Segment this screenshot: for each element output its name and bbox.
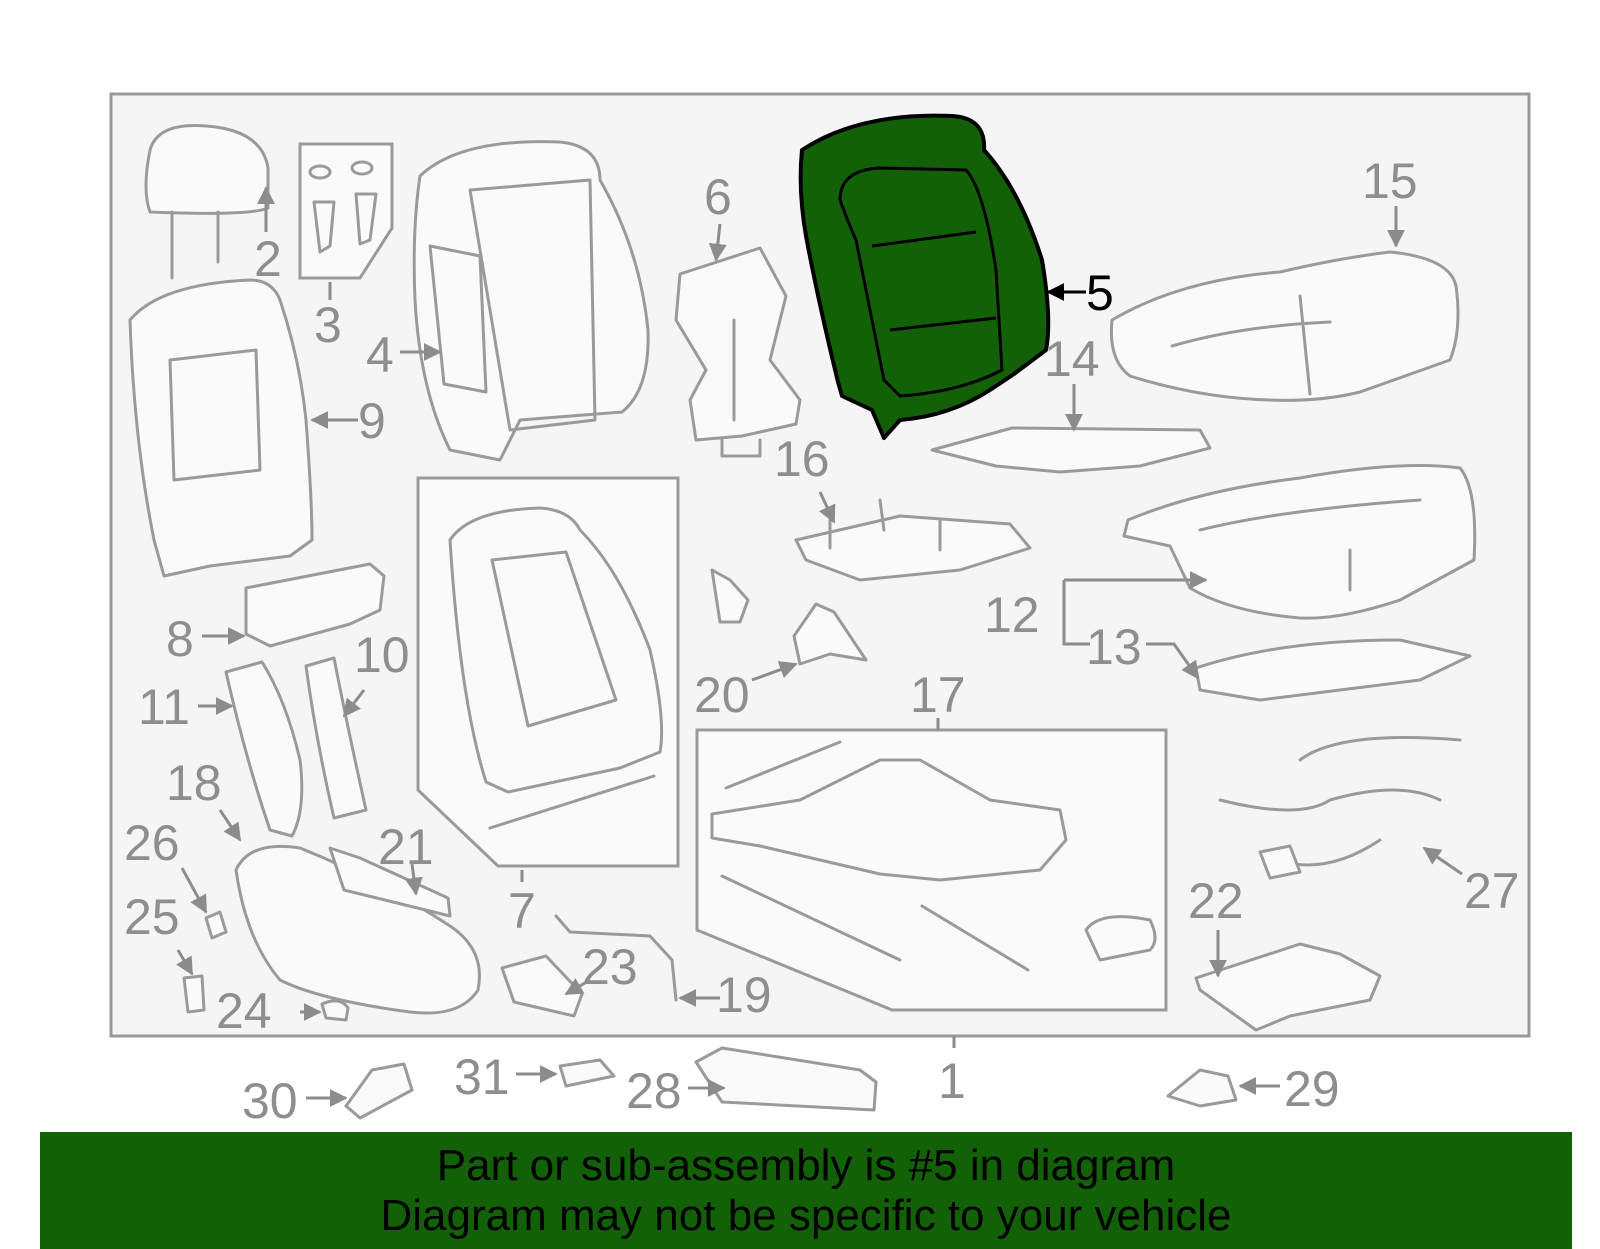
callout-10: 10 (354, 627, 410, 683)
leader-16 (818, 491, 836, 524)
clip-part-31 (558, 1058, 616, 1088)
callout-17: 17 (910, 667, 966, 723)
callout-14: 14 (1044, 331, 1100, 387)
callout-16: 16 (774, 431, 830, 487)
cap-part-25 (182, 974, 206, 1014)
callout-1: 1 (938, 1053, 966, 1109)
callout-3: 3 (314, 297, 342, 353)
leader-23 (564, 978, 591, 996)
banner-part-note: Part or sub-assembly is #5 in diagram (436, 1140, 1176, 1190)
cushion-cover-part (1109, 250, 1460, 402)
info-banner: Part or sub-assembly is #5 in diagram Di… (40, 1132, 1572, 1249)
callout-20: 20 (694, 667, 750, 723)
wiring-harness-part (1218, 736, 1462, 880)
leader-26 (180, 867, 208, 914)
heater-mat-part (930, 426, 1212, 474)
clip-part-29 (1166, 1068, 1238, 1108)
rod-part-19 (554, 914, 678, 1002)
callout-5: 5 (1086, 265, 1114, 321)
leader-6 (708, 223, 727, 262)
seatback-frame-harness-part (128, 278, 314, 578)
callout-11: 11 (138, 679, 190, 735)
side-trim-part-11 (224, 660, 304, 838)
bracket-part-23 (500, 954, 584, 1018)
callout-27: 27 (1464, 863, 1520, 919)
side-trim-part-21 (328, 846, 452, 918)
knob-part-24 (320, 999, 350, 1022)
leader-27 (1422, 846, 1463, 876)
leader-18 (218, 809, 242, 842)
pad-insert-part (674, 246, 802, 458)
seatback-frame-part-7 (448, 506, 664, 830)
callout-31: 31 (454, 1049, 510, 1105)
cap-part-26 (204, 910, 228, 940)
callout-9: 9 (358, 393, 386, 449)
cushion-wire-frame-part (794, 498, 1032, 582)
callout-23: 23 (582, 939, 638, 995)
track-part-22 (1194, 942, 1382, 1032)
callout-12: 12 (984, 587, 1040, 643)
switch-module-part (244, 562, 386, 648)
bracket-part-30 (344, 1062, 414, 1120)
seatback-panel-part (412, 140, 650, 462)
callout-21: 21 (378, 819, 434, 875)
callout-29: 29 (1284, 1061, 1340, 1117)
leader-13 (1146, 642, 1200, 680)
callout-8: 8 (166, 611, 194, 667)
leader-10 (342, 689, 366, 718)
cushion-base-part (1194, 638, 1472, 702)
callout-26: 26 (124, 815, 180, 871)
side-shield-part (234, 844, 481, 1015)
side-trim-part-10 (304, 656, 368, 820)
callout-6: 6 (704, 169, 732, 225)
callout-25: 25 (124, 889, 180, 945)
trim-part-28 (694, 1046, 878, 1112)
callout-18: 18 (166, 755, 222, 811)
banner-disclaimer: Diagram may not be specific to your vehi… (380, 1190, 1232, 1240)
callout-24: 24 (216, 983, 272, 1039)
callout-7: 7 (508, 883, 536, 939)
seat-adjuster-frame-part (710, 740, 1157, 972)
clip-parts (308, 160, 378, 254)
callout-13: 13 (1086, 619, 1142, 675)
seatback-cover-part-5 (798, 113, 1051, 440)
callout-28: 28 (626, 1063, 682, 1119)
callout-2: 2 (254, 231, 282, 287)
callout-30: 30 (242, 1073, 298, 1129)
callout-4: 4 (366, 327, 394, 383)
leader-20 (751, 661, 798, 682)
bracket-part-upper (710, 568, 750, 624)
leader-12 (1062, 580, 1206, 646)
callout-15: 15 (1362, 153, 1418, 209)
callout-22: 22 (1188, 873, 1244, 929)
leader-21 (404, 863, 423, 896)
callout-19: 19 (716, 967, 772, 1023)
bracket-part-20 (792, 602, 868, 666)
leader-25 (176, 949, 194, 976)
